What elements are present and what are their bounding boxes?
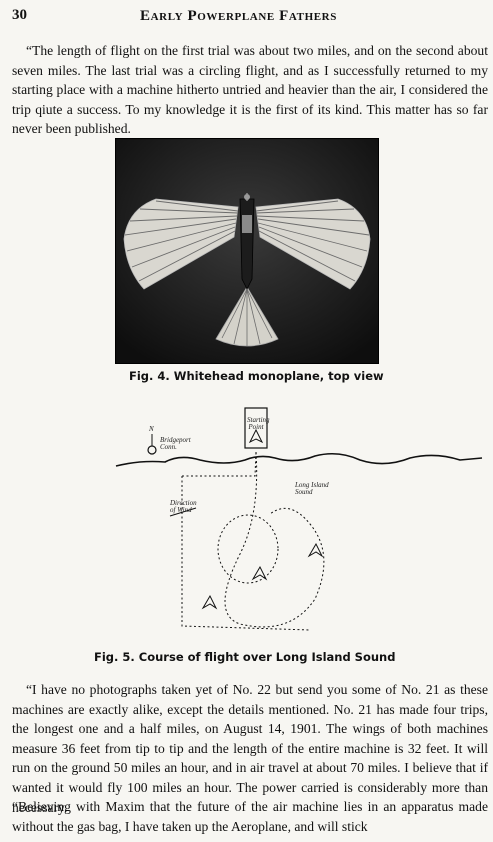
wind-label-line1: Direction (170, 499, 197, 507)
bridgeport-label-line1: Bridgeport (160, 436, 191, 444)
figure-5-caption: Fig. 5. Course of flight over Long Islan… (94, 650, 396, 664)
starting-point-label-line2: Point (248, 423, 264, 431)
figure-4-caption: Fig. 4. Whitehead monoplane, top view (129, 369, 384, 383)
starting-point-label-line1: Starting (247, 416, 270, 424)
running-title: Early Powerplane Fathers (140, 8, 337, 24)
paragraph-3: “Believing with Maxim that the future of… (12, 799, 488, 834)
figure-5-flight-course-map: Starting Point Bridgeport Conn. N Long I… (110, 404, 485, 640)
whitehead-monoplane-illustration (116, 139, 378, 363)
figure-4-photo (115, 138, 379, 364)
flight-course-diagram (115, 407, 483, 631)
wind-label-line2: of Wind (170, 506, 192, 514)
sound-label-line1: Long Island (295, 481, 329, 489)
page-number: 30 (12, 7, 27, 23)
paragraph-2: “I have no photographs taken yet of No. … (12, 682, 488, 815)
paragraph-1: “The length of flight on the first trial… (12, 43, 488, 137)
bridgeport-label-line2: Conn. (160, 443, 177, 451)
sound-label-line2: Sound (295, 488, 313, 496)
north-label: N (149, 425, 154, 433)
